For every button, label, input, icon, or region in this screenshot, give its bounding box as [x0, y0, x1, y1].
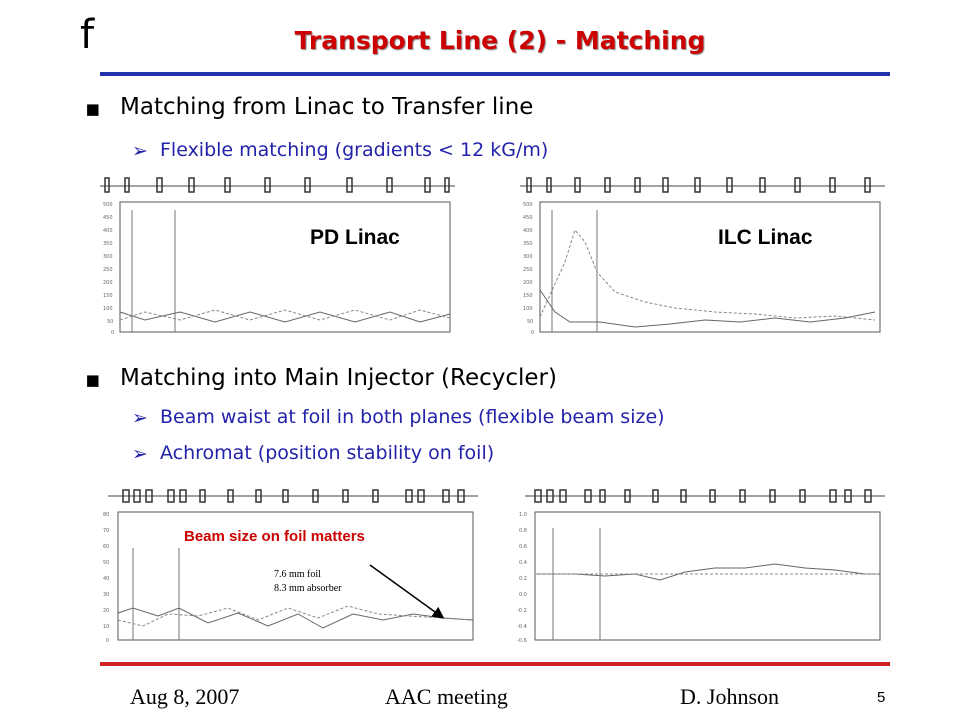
svg-text:400: 400	[103, 228, 113, 234]
beam-envelope-plot: 80 70 60 50 40 30 20 10 0	[68, 488, 480, 658]
svg-text:200: 200	[103, 280, 113, 286]
page-number: 5	[877, 689, 886, 706]
svg-text:-0.2: -0.2	[517, 608, 527, 614]
svg-text:350: 350	[523, 241, 533, 247]
svg-text:40: 40	[103, 576, 109, 582]
svg-text:0.6: 0.6	[519, 544, 527, 550]
sub-bullet-arrow-icon: ➢	[132, 140, 148, 162]
svg-text:0.0: 0.0	[519, 592, 527, 598]
svg-text:50: 50	[107, 319, 113, 325]
svg-text:100: 100	[103, 306, 113, 312]
svg-text:450: 450	[103, 215, 113, 221]
fermilab-logo: f	[80, 12, 95, 58]
svg-text:0: 0	[106, 638, 109, 644]
bullet-marker: ▪	[85, 367, 101, 393]
svg-text:500: 500	[523, 202, 533, 208]
svg-text:250: 250	[103, 267, 113, 273]
bullet-1-text: Matching from Linac to Transfer line	[120, 94, 534, 120]
svg-text:400: 400	[523, 228, 533, 234]
pd-linac-label: PD Linac	[310, 226, 400, 249]
svg-text:-0.6: -0.6	[517, 638, 527, 644]
foil-arrow-icon	[369, 564, 445, 619]
svg-text:300: 300	[523, 254, 533, 260]
bullet-2-sub-1: Beam waist at foil in both planes (flexi…	[160, 406, 665, 428]
footer-divider	[100, 662, 890, 666]
svg-text:100: 100	[523, 306, 533, 312]
svg-text:200: 200	[523, 280, 533, 286]
dispersion-plot: 1.0 0.8 0.6 0.4 0.2 0.0 -0.2 -0.4 -0.6	[505, 488, 890, 658]
svg-text:300: 300	[103, 254, 113, 260]
bullet-2-sub-2: Achromat (position stability on foil)	[160, 442, 495, 464]
footer-author: D. Johnson	[680, 684, 780, 709]
svg-text:500: 500	[103, 202, 113, 208]
svg-text:20: 20	[103, 608, 109, 614]
svg-text:150: 150	[523, 293, 533, 299]
svg-text:60: 60	[103, 544, 109, 550]
svg-text:10: 10	[103, 624, 109, 630]
bullet-2-text: Matching into Main Injector (Recycler)	[120, 365, 557, 391]
svg-text:50: 50	[103, 560, 109, 566]
svg-text:1.0: 1.0	[519, 512, 527, 518]
svg-text:450: 450	[523, 215, 533, 221]
foil-callout: Beam size on foil matters	[184, 528, 365, 545]
svg-text:250: 250	[523, 267, 533, 273]
footer-meeting: AAC meeting	[385, 684, 508, 709]
svg-text:0.8: 0.8	[519, 528, 527, 534]
svg-text:0: 0	[111, 330, 114, 336]
slide-title: Transport Line (2) - Matching	[294, 26, 706, 55]
svg-text:80: 80	[103, 512, 109, 518]
svg-text:350: 350	[103, 241, 113, 247]
svg-text:150: 150	[103, 293, 113, 299]
svg-text:0.4: 0.4	[519, 560, 527, 566]
bullet-marker: ▪	[85, 96, 101, 122]
sub-bullet-arrow-icon: ➢	[132, 407, 148, 429]
foil-note-1: 7.6 mm foil	[274, 569, 321, 580]
svg-text:-0.4: -0.4	[517, 624, 527, 630]
bullet-1-sub-1: Flexible matching (gradients < 12 kG/m)	[160, 139, 549, 161]
svg-text:50: 50	[527, 319, 533, 325]
sub-bullet-arrow-icon: ➢	[132, 443, 148, 465]
svg-text:0.2: 0.2	[519, 576, 527, 582]
svg-text:30: 30	[103, 592, 109, 598]
title-divider	[100, 72, 890, 76]
svg-text:70: 70	[103, 528, 109, 534]
foil-note-2: 8.3 mm absorber	[274, 583, 342, 594]
ilc-linac-label: ILC Linac	[718, 226, 813, 249]
svg-text:0: 0	[531, 330, 534, 336]
footer-date: Aug 8, 2007	[130, 684, 240, 709]
